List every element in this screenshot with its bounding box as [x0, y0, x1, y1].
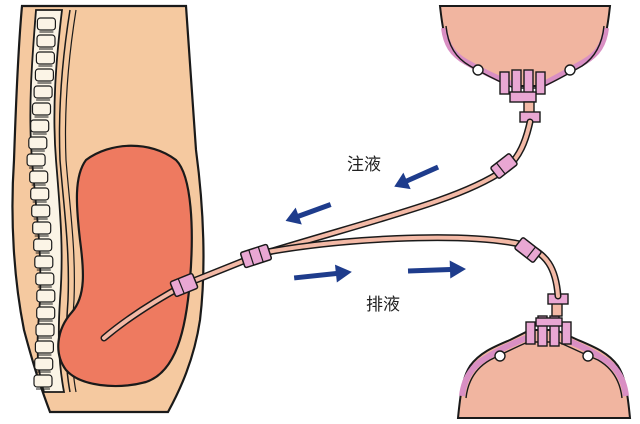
infusion-bag-rim [441, 27, 514, 87]
drainage-label: 排液 [366, 295, 400, 315]
drainage-port-2 [537, 315, 548, 347]
drainage-bag-rim-left [459, 335, 528, 397]
infusion-bag [438, 5, 612, 123]
drainage-bag-rim-right [560, 335, 629, 397]
vertebra [36, 289, 56, 303]
vertebra [35, 272, 55, 286]
vertebra [31, 102, 52, 116]
vertebra [36, 306, 56, 320]
infusion-bag-hole-left [472, 64, 484, 76]
vertebra [35, 323, 55, 337]
vertebra [34, 255, 54, 269]
infusion-arrows [285, 164, 440, 225]
infusion-line [254, 120, 532, 258]
infusion-bag-rim-right [542, 27, 609, 87]
vertebrae [26, 17, 57, 390]
vertebra [34, 340, 55, 354]
drainage-bag-hole-right [582, 350, 594, 362]
drainage-arrows [293, 260, 466, 283]
infusion-line-clamp [490, 153, 518, 179]
vertebra [33, 238, 53, 252]
vertebra [30, 187, 50, 201]
catheter-adapter [169, 272, 199, 298]
vertebra [36, 17, 57, 31]
arrow-right-icon [407, 260, 466, 279]
vertebra [35, 51, 56, 65]
drainage-port-1 [525, 321, 536, 345]
infusion-port-4 [535, 71, 546, 95]
drainage-port-4 [561, 321, 572, 345]
infusion-bag-hole-right [564, 64, 576, 76]
drainage-bag-hole-left [494, 350, 506, 362]
vertebra [26, 153, 46, 167]
vertebra [33, 374, 53, 388]
vertebra [30, 119, 50, 133]
drainage-line [254, 235, 560, 298]
vertebra [36, 34, 56, 48]
peritoneal-cavity [57, 144, 193, 388]
infusion-label: 注液 [347, 155, 381, 175]
arrow-left-down-icon [394, 164, 440, 190]
infusion-port-base [509, 91, 537, 103]
vertebra [34, 68, 55, 82]
arrow-left-down-icon [285, 202, 332, 225]
vertebra [28, 136, 48, 150]
drainage-port-base [535, 317, 563, 327]
drainage-line-clamp [514, 237, 542, 263]
vertebra [29, 170, 49, 184]
arrow-right-icon [293, 264, 352, 283]
vertebra [32, 221, 52, 235]
spine [26, 9, 77, 393]
tubing [100, 118, 562, 342]
infusion-port-1 [499, 71, 510, 95]
drainage-bag [456, 293, 632, 419]
vertebra [31, 204, 51, 218]
vertebra [34, 357, 54, 371]
connectors [169, 153, 542, 298]
vertebra [33, 85, 53, 99]
y-connector [239, 243, 273, 269]
